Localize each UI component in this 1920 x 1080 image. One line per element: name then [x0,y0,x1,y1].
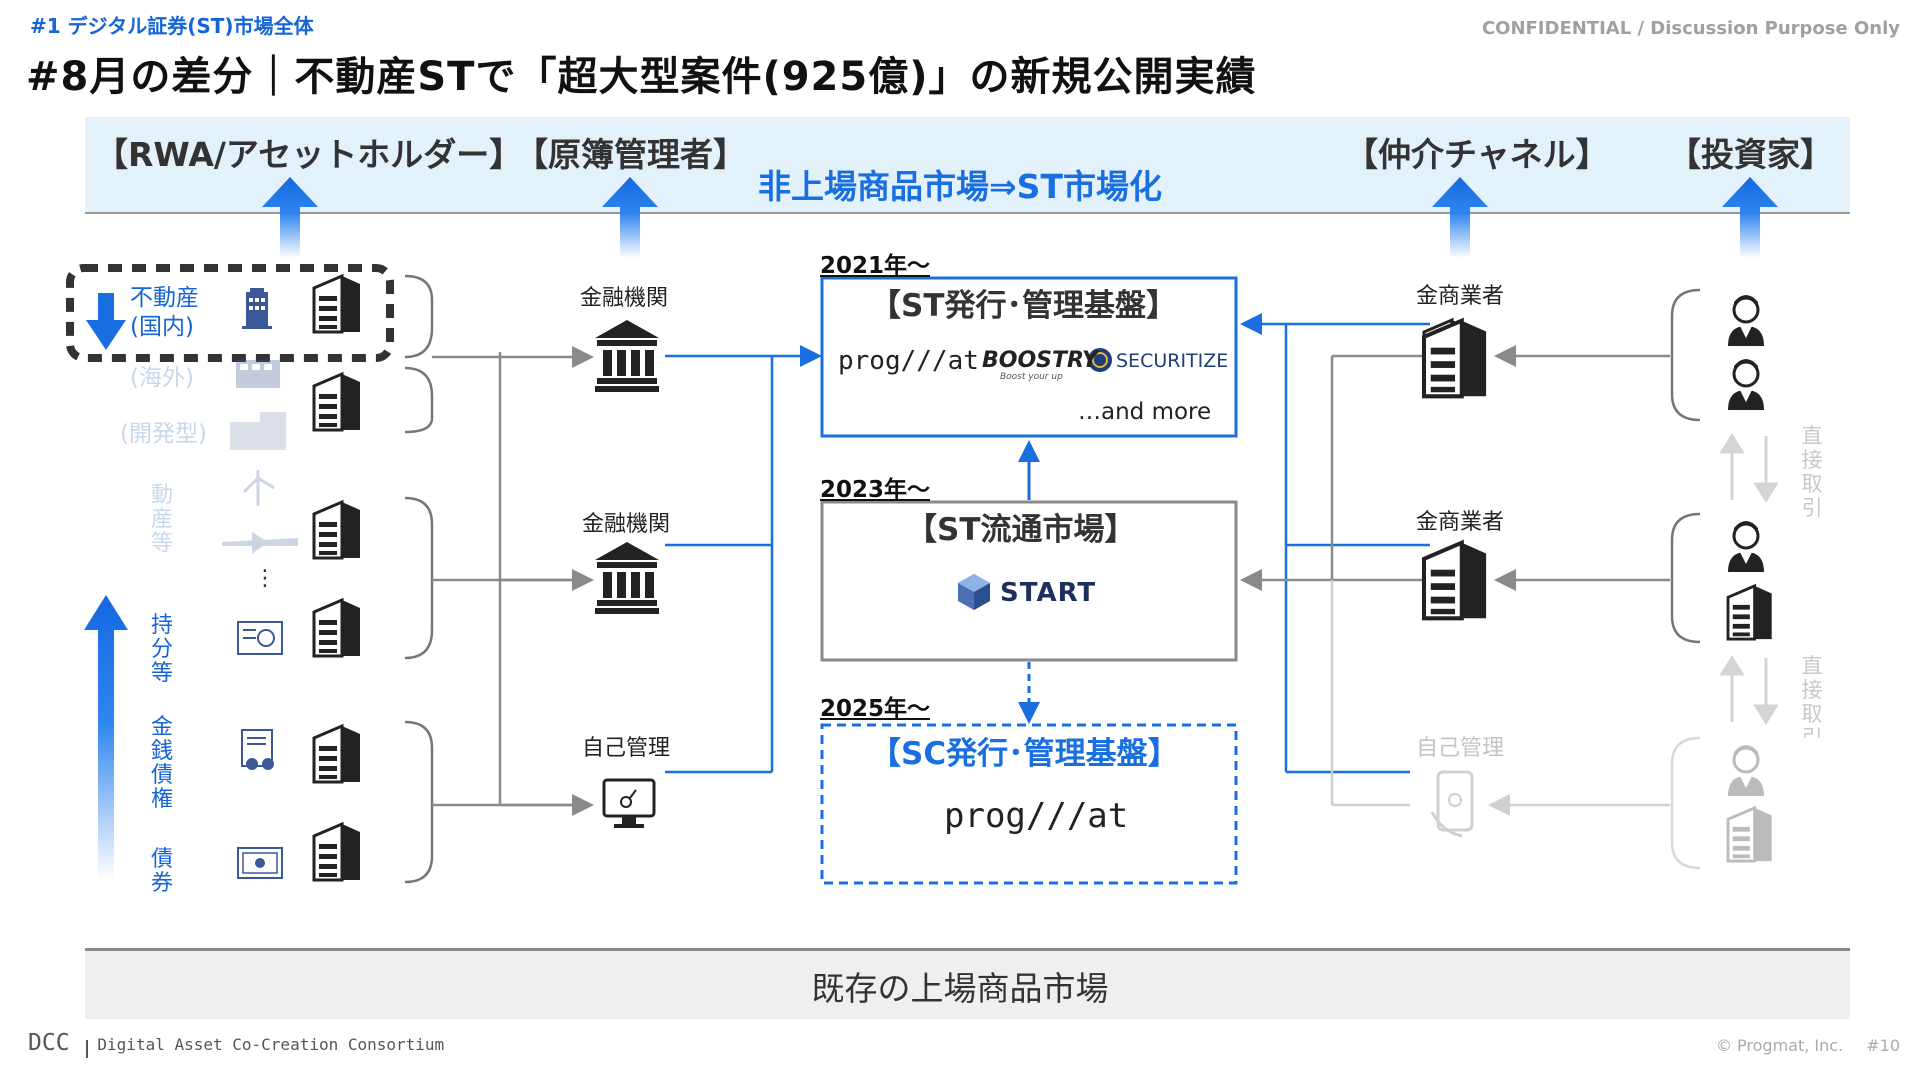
st-issue-box [820,276,1238,438]
asset-monetary: 金銭債権 [150,715,173,812]
role-registry: 【原簿管理者】 [515,135,746,174]
asset-bonds: 債券 [150,847,173,896]
st-issue-title: 【ST発行･管理基盤】 [870,288,1177,324]
bottom-market-label: 既存の上場商品市場 [811,969,1109,1008]
footer-org: DCC Digital Asset Co-Creation Consortium [28,1030,444,1056]
direct-trade-label-2: 直接取引 [1801,654,1823,738]
securitize-logo: SECURITIZE [1116,350,1229,372]
st-market-box [820,500,1238,662]
up-arrow-left [84,595,128,880]
progmat-logo-2: prog///at [944,796,1129,836]
role-rwa: 【RWA/アセットホルダー】 [95,135,523,174]
asset-movable: 動産等 [150,483,173,556]
broker-2-label: 金商業者 [1416,510,1505,535]
rwa-building-icons [312,274,362,882]
asset-real-estate: 不動産 [130,285,199,311]
down-arrow-left [86,293,126,350]
section-label: #1 デジタル証券(ST)市場全体 [30,14,314,38]
role-investor: 【投資家】 [1668,135,1833,174]
asset-development: (開発型) [120,421,207,447]
boostry-tagline: Boost your up [1000,372,1063,382]
footer-copyright: © Progmat, Inc. [1715,1036,1844,1055]
market-top-label: 非上場商品市場⇒ST市場化 [758,167,1162,206]
role-broker: 【仲介チャネル】 [1345,135,1609,174]
top-band [85,117,1850,214]
asset-domestic: (国内) [130,314,194,340]
broker-building-icon-2 [1424,543,1486,619]
footer-right: © Progmat, Inc. #10 [1716,1036,1900,1055]
monitor-icon [602,778,656,828]
bank-icon-1 [595,320,659,392]
rwa-braces [404,274,434,884]
broker-to-platform-lines [1240,313,1430,774]
footer-page-number: #10 [1866,1036,1900,1055]
direct-trade-label-1: 直接取引 [1801,424,1823,520]
boostry-logo: BOOSTRY [982,348,1098,373]
asset-icons [222,288,298,879]
confidential-note: CONFIDENTIAL / Discussion Purpose Only [1481,18,1900,39]
securitize-badge-icon [1088,348,1112,372]
st-issue-year: 2021年～ [820,253,931,279]
asset-overseas: (海外) [130,365,194,391]
registry-fi-1-label: 金融機関 [580,286,669,311]
broker-1-label: 金商業者 [1416,284,1505,309]
rwa-to-registry-lines [432,346,594,816]
footer-org-short: DCC [28,1030,70,1056]
asset-equity: 持分等 [150,613,173,686]
sc-issue-year: 2025年～ [820,696,931,722]
st-market-year: 2023年～ [820,477,931,503]
broker-building-icon-1-large [1424,321,1486,397]
upward-arrows [262,177,1778,258]
investor-icons [1726,293,1774,863]
start-logo: START [1000,578,1097,608]
asset-ellipsis: ⋮ [254,566,276,591]
registry-self-label: 自己管理 [582,736,671,761]
direct-trade-arrows [1719,433,1779,725]
bottom-band [85,948,1850,1019]
page-title: #8月の差分｜不動産STで「超大型案件(925億)」の新規公開実績 [26,54,1257,100]
st-market-title: 【ST流通市場】 [906,512,1136,548]
sc-issue-title: 【SC発行･管理基盤】 [870,736,1179,772]
registry-to-platform-lines [665,345,822,774]
broker-self-label: 自己管理 [1416,736,1505,761]
and-more-text: …and more [1078,399,1212,425]
investor-brace-faded [1670,736,1701,870]
smartphone-icon [1430,770,1474,838]
footer-org-full: Digital Asset Co-Creation Consortium [97,1035,445,1054]
registry-fi-2-label: 金融機関 [582,512,671,537]
bank-icon-2 [595,542,659,614]
sc-issue-box [820,723,1238,885]
broker-to-market-lines [1240,354,1430,591]
start-logo-cube-icon [958,574,990,610]
broker-to-market-lines-faded [1330,580,1410,807]
progmat-logo-1: prog///at [838,346,979,376]
investor-braces [1670,288,1701,644]
highlight-box [66,264,394,362]
investor-to-broker-lines [1494,345,1670,591]
